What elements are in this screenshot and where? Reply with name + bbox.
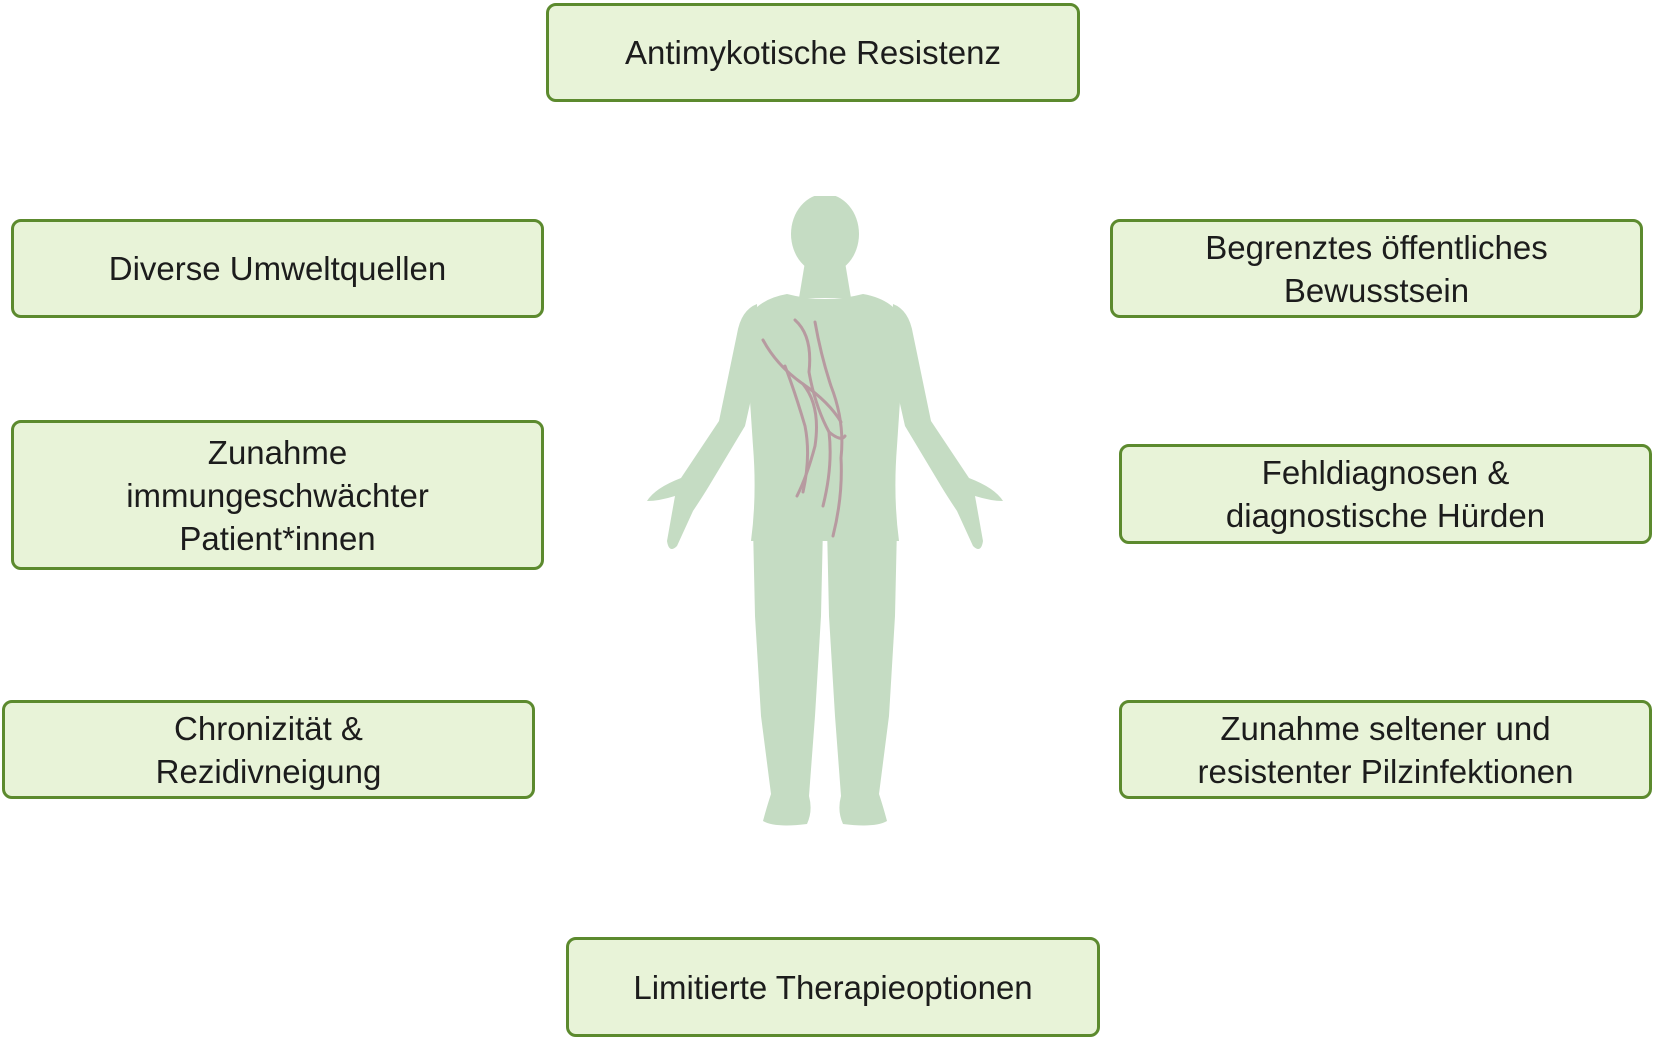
box-immunocompromised-patients: Zunahme immungeschwächter Patient*innen (11, 420, 544, 570)
box-label: Zunahme seltener und resistenter Pilzinf… (1197, 709, 1574, 790)
box-antimycotic-resistance: Antimykotische Resistenz (546, 3, 1080, 102)
box-label: Begrenztes öffentliches Bewusstsein (1205, 228, 1548, 309)
box-limited-therapy: Limitierte Therapieoptionen (566, 937, 1100, 1037)
fungal-hyphae (761, 318, 847, 538)
box-misdiagnosis: Fehldiagnosen & diagnostische Hürden (1119, 444, 1652, 544)
box-rare-resistant-infections: Zunahme seltener und resistenter Pilzinf… (1119, 700, 1652, 799)
right-leg (827, 526, 897, 826)
left-leg (753, 526, 823, 826)
box-label: Chronizität & Rezidivneigung (155, 709, 382, 790)
torso (745, 294, 905, 541)
box-public-awareness: Begrenztes öffentliches Bewusstsein (1110, 219, 1643, 318)
box-environmental-sources: Diverse Umweltquellen (11, 219, 544, 318)
neck (799, 262, 851, 298)
right-arm (891, 304, 1003, 550)
human-body-silhouette-icon (647, 196, 1003, 826)
body-silhouette (647, 196, 1003, 826)
left-arm (647, 304, 759, 550)
box-label: Diverse Umweltquellen (108, 250, 447, 287)
box-label: Zunahme immungeschwächter Patient*innen (126, 433, 429, 557)
box-label: Antimykotische Resistenz (625, 34, 1001, 71)
box-label: Fehldiagnosen & diagnostische Hürden (1225, 454, 1546, 534)
head (791, 196, 859, 274)
box-label: Limitierte Therapieoptionen (633, 968, 1033, 1006)
box-chronicity-recurrence: Chronizität & Rezidivneigung (2, 700, 535, 799)
